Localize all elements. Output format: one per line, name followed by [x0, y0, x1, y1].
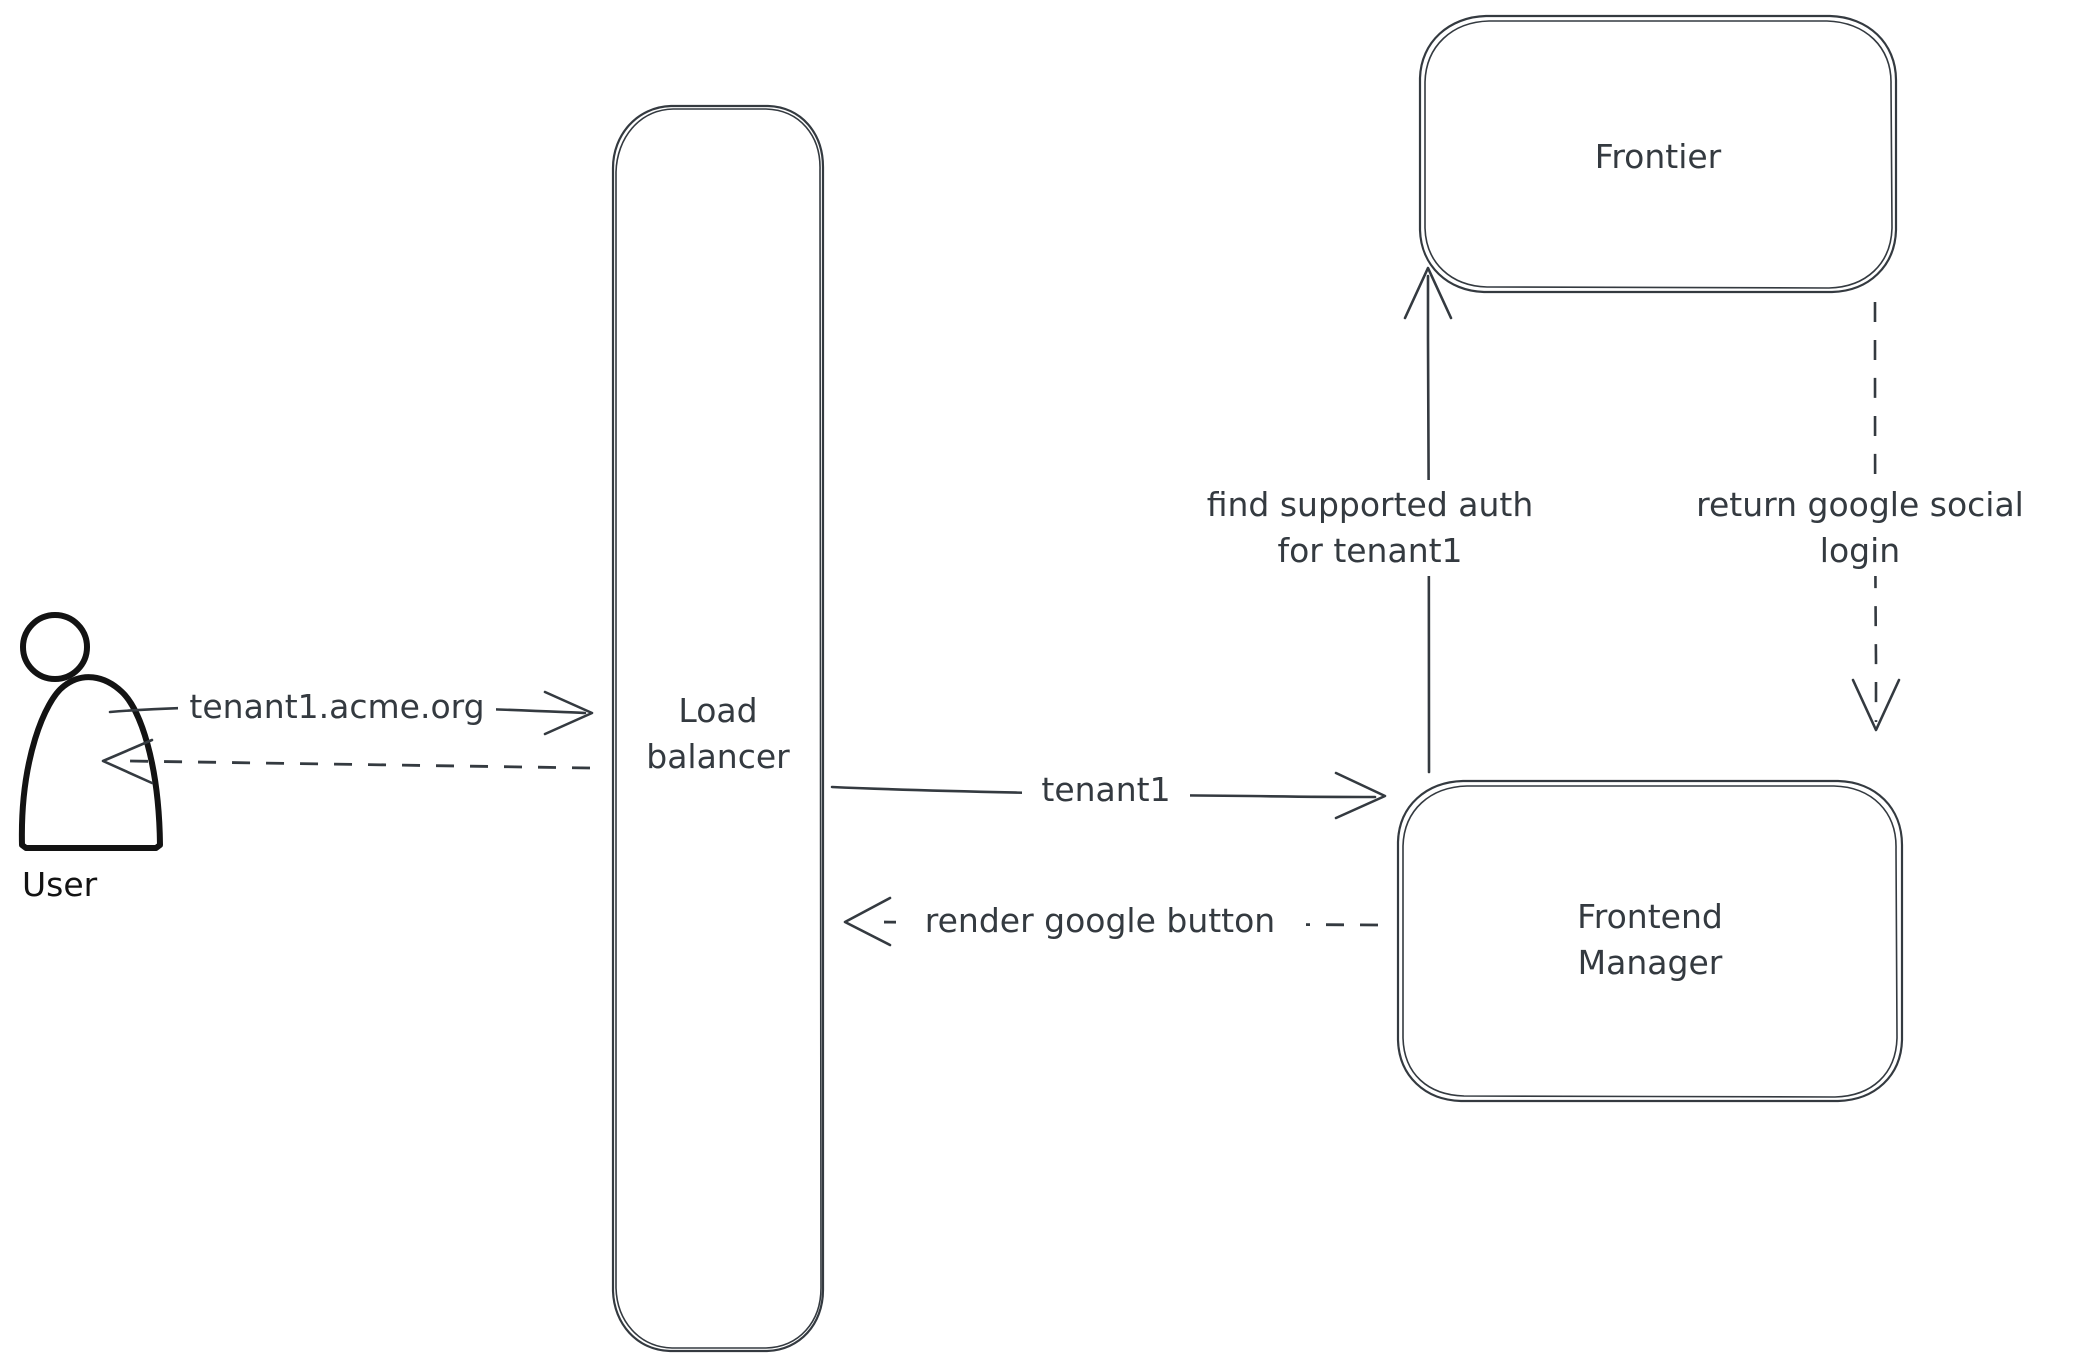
- frontier-label: Frontier: [1595, 137, 1722, 176]
- load-balancer-node[interactable]: Load balancer: [611, 104, 825, 1353]
- edge-fm-to-lb-label: render google button: [925, 901, 1275, 940]
- load-balancer-label-line1: Load: [678, 691, 757, 730]
- edge-frontend-manager-to-frontier: find supported auth for tenant1: [1207, 266, 1534, 774]
- edge-load-balancer-to-user: [101, 738, 591, 785]
- edge-lb-to-user-line: [127, 759, 591, 770]
- edge-lb-to-fm-arrowhead: [1334, 771, 1387, 820]
- edge-lb-to-user-arrowhead: [101, 738, 154, 785]
- edge-fm-to-frontier-line: [1426, 274, 1431, 774]
- frontend-manager-label-line1: Frontend: [1577, 897, 1723, 936]
- user-actor: User: [18, 612, 163, 904]
- edge-lb-to-fm-label: tenant1: [1041, 770, 1170, 809]
- frontend-manager-label-line2: Manager: [1578, 943, 1723, 982]
- edge-frontier-to-frontend-manager: return google social login: [1660, 301, 2060, 732]
- edge-user-to-lb-label-bg: [178, 688, 496, 730]
- edge-frontier-to-fm-arrowhead: [1851, 678, 1901, 732]
- edge-fm-to-lb-arrowhead: [843, 896, 892, 947]
- load-balancer-shape: [611, 104, 825, 1353]
- frontier-shape: [1418, 14, 1898, 294]
- edge-user-to-lb-arrowhead: [543, 690, 594, 736]
- edge-fm-to-lb-label-bg: [896, 900, 1306, 942]
- edge-frontend-manager-to-load-balancer: render google button: [843, 896, 1379, 947]
- load-balancer-label-line2: balancer: [646, 737, 790, 776]
- frontier-node[interactable]: Frontier: [1418, 14, 1898, 294]
- frontier-shape-overstroke: [1424, 20, 1893, 289]
- user-body-outline: [18, 674, 163, 851]
- frontend-manager-shape: [1396, 779, 1904, 1103]
- edge-load-balancer-to-frontend-manager: tenant1: [830, 770, 1387, 820]
- edge-user-to-lb-label: tenant1.acme.org: [189, 687, 484, 726]
- edge-user-to-load-balancer: tenant1.acme.org: [108, 687, 594, 736]
- edge-fm-to-frontier-label-bg: [1215, 480, 1525, 576]
- edge-lb-to-fm-label-bg: [1022, 770, 1190, 812]
- edge-frontier-to-fm-label-bg: [1660, 480, 2060, 576]
- user-label: User: [22, 865, 98, 904]
- user-head-outline: [20, 612, 90, 682]
- edge-frontier-to-fm-line: [1873, 301, 1878, 722]
- edge-fm-to-frontier-label-line1: find supported auth: [1207, 485, 1534, 524]
- load-balancer-shape-overstroke: [615, 108, 822, 1349]
- frontend-manager-node[interactable]: Frontend Manager: [1396, 779, 1904, 1103]
- edge-fm-to-frontier-label-line2: for tenant1: [1277, 531, 1462, 570]
- frontend-manager-shape-overstroke: [1402, 785, 1898, 1098]
- edge-frontier-to-fm-label-line1: return google social: [1696, 485, 2024, 524]
- edge-fm-to-frontier-arrowhead: [1403, 266, 1453, 320]
- edge-frontier-to-fm-label-line2: login: [1820, 531, 1900, 570]
